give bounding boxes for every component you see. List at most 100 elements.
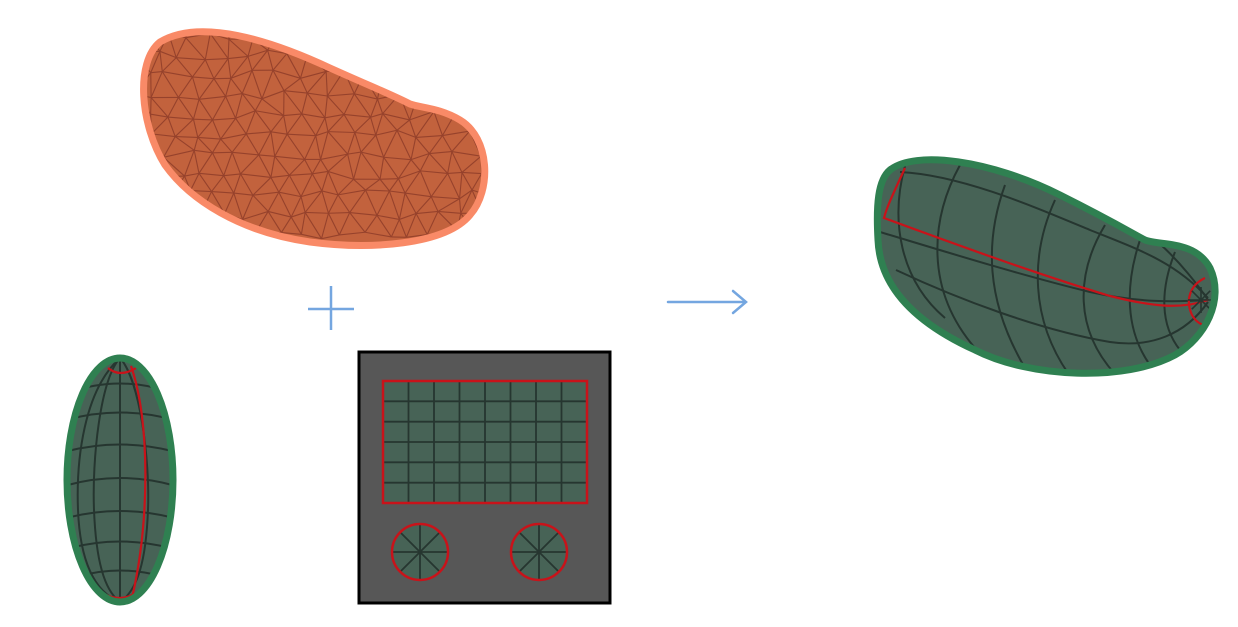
mesh-edge xyxy=(143,93,152,99)
mesh-edge xyxy=(301,113,326,119)
mesh-edge xyxy=(167,97,179,118)
mesh-edge xyxy=(185,37,206,61)
mesh-edge xyxy=(315,135,322,160)
mesh-edge xyxy=(311,173,323,192)
mesh-edge xyxy=(267,50,274,71)
mesh-edge xyxy=(163,156,185,177)
output-mesh xyxy=(873,156,1219,377)
mesh-edge xyxy=(230,77,243,94)
mesh-edge xyxy=(399,213,417,220)
mesh-edge xyxy=(274,155,305,161)
mesh-edge xyxy=(270,177,280,193)
mesh-edge xyxy=(405,213,417,238)
mesh-edge xyxy=(327,131,349,155)
mesh-edge xyxy=(224,192,235,214)
mesh-edge xyxy=(192,99,200,120)
mesh-edge xyxy=(382,31,395,35)
mesh-edge xyxy=(420,170,448,174)
mesh-edge xyxy=(268,31,279,33)
mesh-edge xyxy=(196,14,224,19)
mesh-edge xyxy=(416,58,443,61)
mesh-edge xyxy=(441,135,453,152)
mesh-edge xyxy=(152,12,178,15)
mesh-edge xyxy=(388,190,400,220)
mesh-edge xyxy=(382,14,394,19)
mesh-edge xyxy=(437,198,460,212)
mesh-edge xyxy=(157,195,173,220)
mesh-edge xyxy=(161,57,177,72)
mesh-edge xyxy=(476,70,485,100)
uv-grid-lines xyxy=(383,381,587,503)
mesh-edge xyxy=(406,233,428,238)
mesh-edge xyxy=(135,12,153,15)
mesh-edge xyxy=(383,156,412,161)
mesh-edge xyxy=(209,33,229,59)
mesh-edge xyxy=(327,93,355,97)
mesh-edge xyxy=(360,151,381,180)
arrow-right-icon xyxy=(666,289,748,315)
mesh-edge xyxy=(475,33,485,39)
mesh-edge xyxy=(365,178,381,191)
mesh-edge xyxy=(406,59,417,74)
mesh-edge xyxy=(144,150,154,178)
mesh-edge xyxy=(184,172,200,177)
mesh-edge xyxy=(178,15,196,19)
mesh-edge xyxy=(326,95,345,115)
mesh-edge xyxy=(465,54,483,59)
mesh-edge xyxy=(233,192,244,220)
mesh-edge xyxy=(447,173,461,199)
mesh-edge xyxy=(163,149,195,158)
mesh-edge xyxy=(192,119,199,138)
mesh-edge xyxy=(399,54,408,74)
mesh-edge xyxy=(240,173,271,178)
mesh-edge xyxy=(406,70,436,74)
mesh-edge xyxy=(241,93,256,112)
mesh-edge xyxy=(343,93,355,115)
uv-cap-right xyxy=(509,522,569,582)
mesh-edge xyxy=(272,69,285,91)
mesh-edge xyxy=(245,133,260,156)
mesh-edge xyxy=(315,131,329,137)
mesh-edge xyxy=(163,136,176,158)
mesh-edge xyxy=(151,133,176,138)
mesh-edge xyxy=(198,152,213,174)
spoke xyxy=(1191,290,1211,310)
mesh-edge xyxy=(337,178,354,196)
mesh-edge xyxy=(428,135,443,154)
mesh-edge xyxy=(441,31,454,36)
mesh-edge xyxy=(150,97,169,118)
mesh-edge xyxy=(246,131,272,135)
mesh-edge xyxy=(415,196,432,214)
mesh-edge xyxy=(291,211,306,218)
mesh-edge xyxy=(469,96,485,101)
mesh-edge xyxy=(152,176,173,197)
mesh-edge xyxy=(388,178,399,192)
mesh-edge xyxy=(404,170,421,194)
mesh-edge xyxy=(436,31,443,34)
mesh-edge xyxy=(220,138,233,153)
mesh-edge xyxy=(433,111,443,136)
mesh-edge xyxy=(419,153,430,172)
mesh-edge xyxy=(272,69,301,79)
mesh-edge xyxy=(457,230,475,234)
mesh-edge xyxy=(252,177,272,196)
mesh-edge xyxy=(349,212,378,216)
mesh-edge xyxy=(449,69,478,72)
mesh-edge xyxy=(396,119,410,131)
mesh-edge xyxy=(289,12,313,13)
mesh-edge xyxy=(175,37,187,58)
mesh-edge xyxy=(192,59,206,78)
mesh-edge xyxy=(324,31,340,38)
mesh-edge xyxy=(343,113,371,118)
mesh-edge xyxy=(300,212,306,235)
mesh-edge xyxy=(283,113,302,117)
mesh-edge xyxy=(267,211,282,233)
mesh-edge xyxy=(409,119,417,138)
mesh-edge xyxy=(198,172,224,177)
mesh-edge xyxy=(382,72,407,75)
mesh-edge xyxy=(211,175,225,192)
mesh-edge xyxy=(270,156,276,178)
mesh-edge xyxy=(231,133,247,153)
mesh-edge xyxy=(189,173,200,191)
mesh-edge xyxy=(242,11,268,18)
